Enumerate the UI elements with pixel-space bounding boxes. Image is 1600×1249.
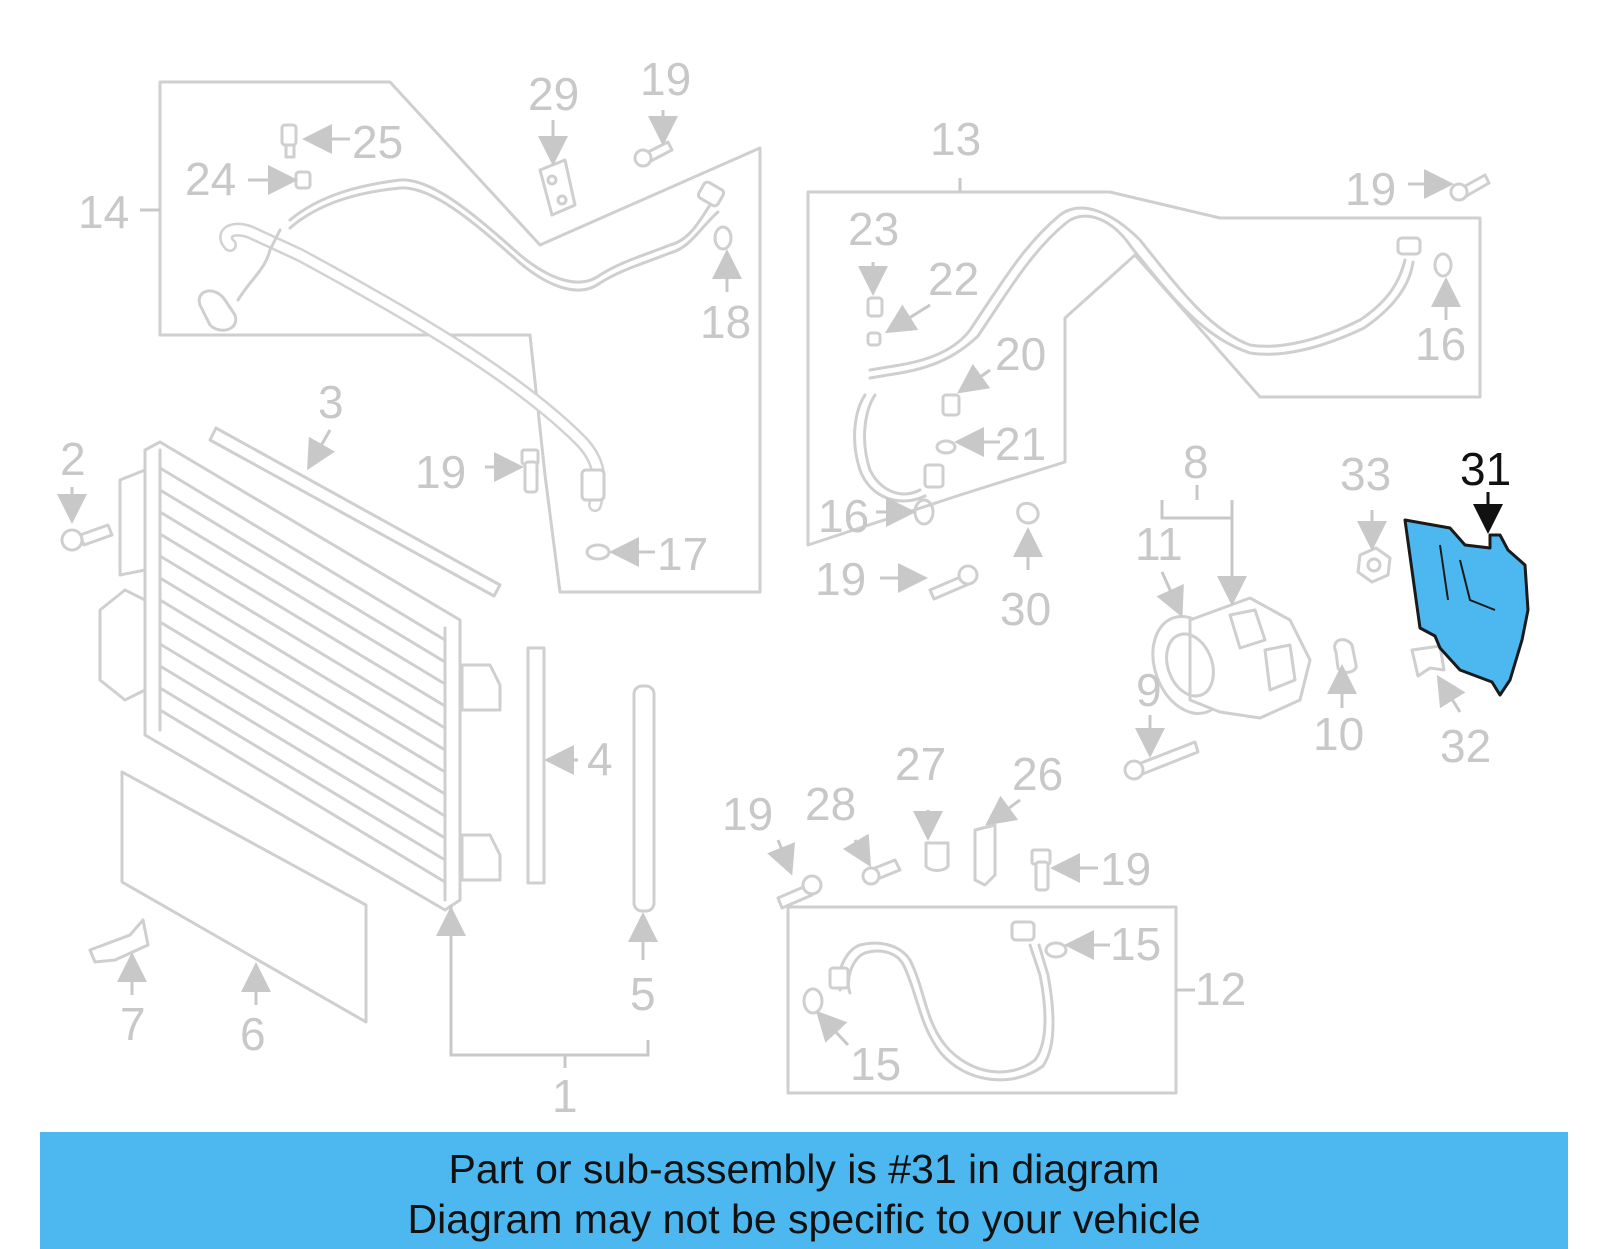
banner-line-1: Part or sub-assembly is #31 in diagram <box>448 1146 1160 1192</box>
strip-4 <box>526 646 546 885</box>
callout-3: 3 <box>318 376 344 428</box>
callout-13: 13 <box>930 113 981 165</box>
callout-16b: 16 <box>818 490 869 542</box>
seal-strip-3 <box>208 426 502 598</box>
callout-1: 1 <box>552 1070 578 1122</box>
callout-31: 31 <box>1460 443 1511 495</box>
callout-23: 23 <box>848 203 899 255</box>
hose-assembly-14 <box>158 80 762 594</box>
callout-15b: 15 <box>850 1038 901 1090</box>
callout-19b: 19 <box>415 446 466 498</box>
callout-24: 24 <box>185 153 236 205</box>
callout-22: 22 <box>928 253 979 305</box>
callout-26: 26 <box>1012 748 1063 800</box>
clip-32 <box>1410 644 1446 678</box>
callout-14: 14 <box>78 186 129 238</box>
callout-21: 21 <box>995 418 1046 470</box>
highlighted-part-31[interactable] <box>1403 518 1530 697</box>
hose-assembly-13 <box>806 173 1491 601</box>
callout-30: 30 <box>1000 583 1051 635</box>
callout-19c: 19 <box>1345 163 1396 215</box>
bolt-2 <box>78 523 114 547</box>
callout-19e: 19 <box>722 788 773 840</box>
callout-18: 18 <box>700 296 751 348</box>
receiver-drier-5 <box>632 684 656 913</box>
callout-16a: 16 <box>1415 318 1466 370</box>
callout-20: 20 <box>995 328 1046 380</box>
callout-15a: 15 <box>1110 918 1161 970</box>
callout-6: 6 <box>240 1008 266 1060</box>
callout-19f: 19 <box>1100 843 1151 895</box>
callout-28: 28 <box>805 778 856 830</box>
nut-33 <box>1356 546 1392 584</box>
hose-assembly-12 <box>776 823 1178 1095</box>
callout-29: 29 <box>528 68 579 120</box>
callout-8: 8 <box>1183 436 1209 488</box>
callout-19a: 19 <box>640 53 691 105</box>
callout-10: 10 <box>1313 708 1364 760</box>
callout-33: 33 <box>1340 448 1391 500</box>
banner-line-2: Diagram may not be specific to your vehi… <box>407 1196 1201 1242</box>
info-banner: Part or sub-assembly is #31 in diagram D… <box>40 1132 1568 1249</box>
callout-25: 25 <box>352 116 403 168</box>
callout-9: 9 <box>1136 664 1162 716</box>
callout-19d: 19 <box>815 553 866 605</box>
callout-17: 17 <box>657 528 708 580</box>
panel-6 <box>120 770 368 1024</box>
clip-7 <box>88 918 150 964</box>
callout-27: 27 <box>895 738 946 790</box>
callout-32: 32 <box>1440 720 1491 772</box>
callout-7: 7 <box>120 998 146 1050</box>
callout-11: 11 <box>1135 518 1183 570</box>
callout-5: 5 <box>630 968 656 1020</box>
callout-12: 12 <box>1195 963 1246 1015</box>
callout-4: 4 <box>587 733 613 785</box>
condenser-assembly-1 <box>98 440 502 912</box>
callout-2: 2 <box>60 433 86 485</box>
